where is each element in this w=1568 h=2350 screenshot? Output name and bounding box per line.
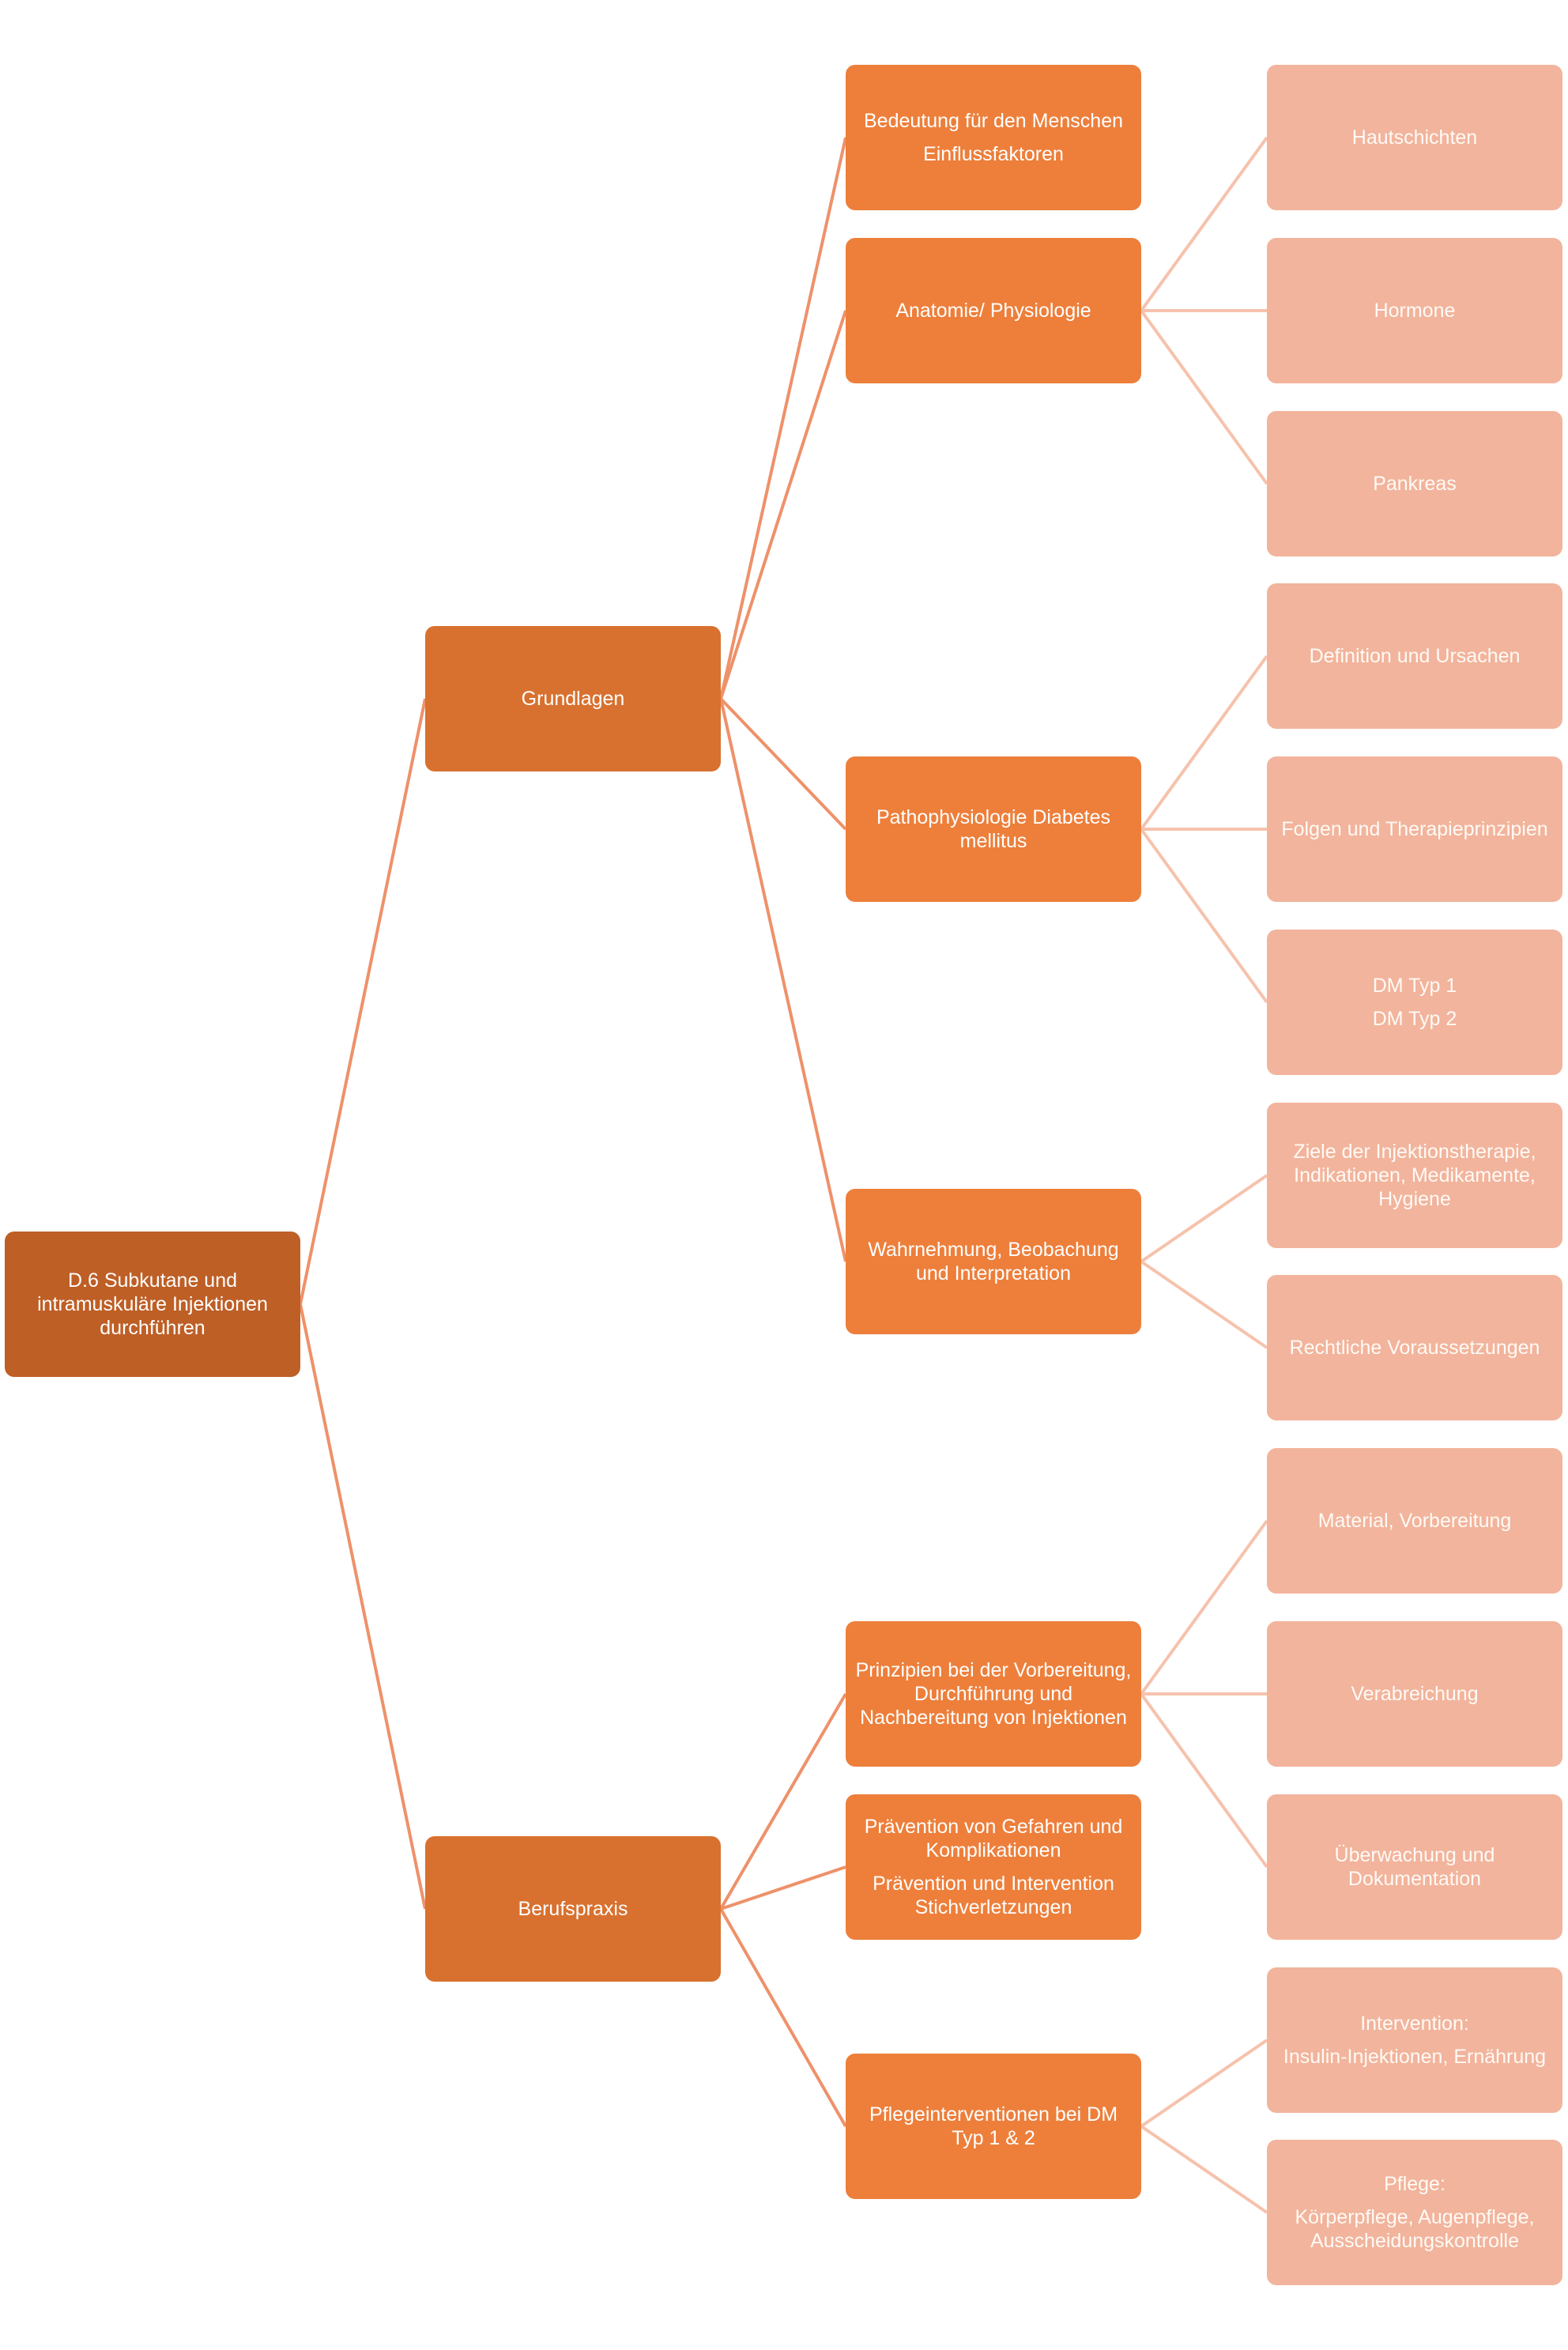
detail-line: Pankreas — [1373, 473, 1457, 495]
connector-line — [1140, 2125, 1268, 2214]
detail-ueberwachung: Überwachung und Dokumentation — [1267, 1794, 1562, 1940]
topic-line: Einflussfaktoren — [923, 143, 1064, 165]
root-line: D.6 Subkutane und — [67, 1269, 238, 1292]
detail-intervention: Intervention: Insulin-Injektionen, Ernäh… — [1267, 1967, 1562, 2113]
connector-line — [1140, 1260, 1268, 1349]
topic-line: Nachbereitung von Injektionen — [860, 1707, 1127, 1729]
detail-line: DM Typ 1 — [1372, 975, 1457, 997]
connector-line — [1140, 654, 1268, 831]
connector-line — [1140, 2039, 1268, 2128]
connector-line — [1140, 1692, 1268, 1869]
detail-line: Hautschichten — [1351, 126, 1478, 149]
detail-line: Material, Vorbereitung — [1317, 1510, 1512, 1532]
topic-line: Prävention und Intervention — [873, 1873, 1114, 1895]
detail-verabreichung: Verabreichung — [1267, 1621, 1562, 1767]
detail-line: Verabreichung — [1351, 1683, 1479, 1705]
detail-line: Insulin-Injektionen, Ernährung — [1283, 2046, 1547, 2068]
connector-line — [719, 1908, 847, 2127]
topic-line: Prävention von Gefahren und — [864, 1816, 1123, 1838]
topic-line: und Interpretation — [916, 1262, 1071, 1284]
detail-line: Rechtliche Voraussetzungen — [1289, 1337, 1540, 1359]
root-line: durchführen — [100, 1317, 205, 1339]
connector-line — [1140, 309, 1268, 485]
topic-line: Anatomie/ Physiologie — [895, 300, 1091, 322]
topic-praevention: Prävention von Gefahren und Komplikation… — [846, 1794, 1141, 1940]
branch-label: Grundlagen — [521, 688, 625, 710]
root-node: D.6 Subkutane und intramuskuläre Injekti… — [5, 1232, 300, 1377]
connector-line — [1140, 1519, 1268, 1696]
detail-folgen: Folgen und Therapieprinzipien — [1267, 756, 1562, 902]
topic-line: Pflegeinterventionen bei DM — [869, 2103, 1118, 2126]
detail-line: Überwachung und — [1334, 1844, 1495, 1866]
detail-line: Folgen und Therapieprinzipien — [1281, 818, 1548, 840]
connector-line — [719, 697, 847, 831]
branch-berufspraxis: Berufspraxis — [425, 1836, 721, 1982]
detail-line: Ausscheidungskontrolle — [1310, 2230, 1520, 2252]
topic-pathophysiologie: Pathophysiologie Diabetes mellitus — [846, 756, 1141, 902]
branch-grundlagen: Grundlagen — [425, 626, 721, 771]
detail-line: Ziele der Injektionstherapie, — [1293, 1141, 1536, 1163]
detail-line: Indikationen, Medikamente, — [1294, 1164, 1536, 1186]
detail-line: Hormone — [1374, 300, 1456, 322]
topic-line: mellitus — [959, 830, 1027, 852]
detail-line: Dokumentation — [1348, 1868, 1482, 1890]
topic-bedeutung: Bedeutung für den Menschen Einflussfakto… — [846, 65, 1141, 210]
connector-line — [299, 698, 427, 1305]
topic-wahrnehmung: Wahrnehmung, Beobachung und Interpretati… — [846, 1189, 1141, 1334]
topic-line: Stichverletzungen — [914, 1896, 1072, 1918]
connector-line — [1140, 1174, 1268, 1263]
detail-line: Hygiene — [1378, 1188, 1451, 1210]
detail-pankreas: Pankreas — [1267, 411, 1562, 556]
detail-hautschichten: Hautschichten — [1267, 65, 1562, 210]
topic-line: Prinzipien bei der Vorbereitung, — [855, 1659, 1132, 1681]
detail-line: DM Typ 2 — [1372, 1008, 1457, 1030]
detail-line: Körperpflege, Augenpflege, — [1295, 2206, 1535, 2228]
connector-line — [1140, 828, 1268, 1004]
detail-dm-typ: DM Typ 1 DM Typ 2 — [1267, 930, 1562, 1075]
topic-line: Typ 1 & 2 — [952, 2127, 1035, 2149]
topic-line: Pathophysiologie Diabetes — [876, 806, 1111, 828]
detail-line: Pflege: — [1384, 2173, 1446, 2195]
topic-anatomie: Anatomie/ Physiologie — [846, 238, 1141, 383]
connector-line — [720, 1865, 846, 1911]
connector-line — [719, 310, 847, 700]
detail-line: Definition und Ursachen — [1309, 645, 1521, 667]
root-line: intramuskuläre Injektionen — [37, 1293, 268, 1315]
detail-rechtliche: Rechtliche Voraussetzungen — [1267, 1275, 1562, 1420]
connector-line — [719, 698, 847, 1262]
connector-line — [719, 137, 847, 700]
detail-hormone: Hormone — [1267, 238, 1562, 383]
topic-line: Durchführung und — [914, 1683, 1073, 1705]
topic-prinzipien: Prinzipien bei der Vorbereitung, Durchfü… — [846, 1621, 1141, 1767]
detail-definition: Definition und Ursachen — [1267, 583, 1562, 729]
detail-pflege: Pflege: Körperpflege, Augenpflege, Aussc… — [1267, 2140, 1562, 2285]
connector-line — [1140, 136, 1268, 312]
connector-line — [719, 1692, 847, 1911]
branch-label: Berufspraxis — [518, 1898, 628, 1920]
detail-material: Material, Vorbereitung — [1267, 1448, 1562, 1594]
detail-ziele: Ziele der Injektionstherapie, Indikation… — [1267, 1103, 1562, 1248]
topic-line: Wahrnehmung, Beobachung — [868, 1239, 1119, 1261]
topic-line: Komplikationen — [925, 1839, 1061, 1862]
topic-line: Bedeutung für den Menschen — [863, 110, 1123, 132]
topic-pflegeinterventionen: Pflegeinterventionen bei DM Typ 1 & 2 — [846, 2054, 1141, 2199]
detail-line: Intervention: — [1360, 2012, 1469, 2035]
connector-line — [299, 1303, 427, 1910]
